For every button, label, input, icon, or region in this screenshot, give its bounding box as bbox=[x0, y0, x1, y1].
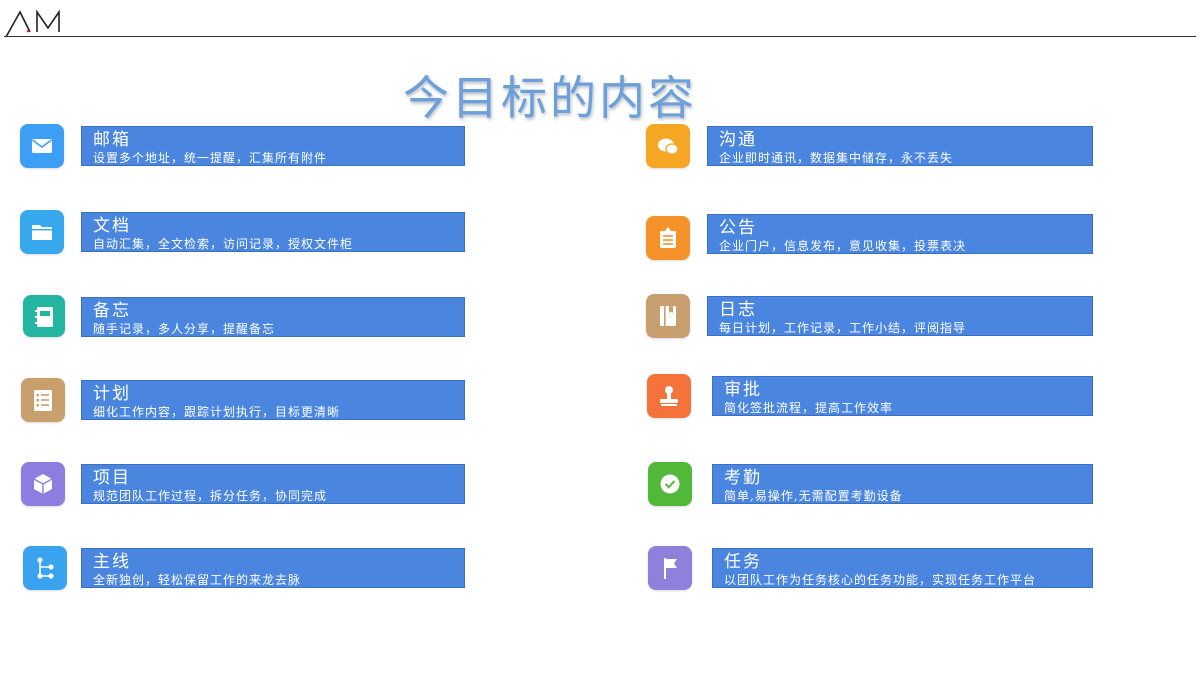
notebook-icon bbox=[23, 295, 65, 337]
chat-icon bbox=[646, 124, 690, 168]
am-logo bbox=[5, 9, 60, 38]
feature-desc: 每日计划，工作记录，工作小结，评阅指导 bbox=[719, 321, 967, 335]
feature-desc: 简化签批流程，提高工作效率 bbox=[724, 401, 894, 415]
feature-box: 考勤 简单,易操作,无需配置考勤设备 bbox=[712, 464, 1093, 504]
header-rule bbox=[4, 36, 1196, 37]
feature-box: 日志 每日计划，工作记录，工作小结，评阅指导 bbox=[707, 296, 1093, 336]
branch-icon bbox=[23, 546, 67, 590]
feature-name: 计划 bbox=[93, 384, 131, 404]
feature-name: 备忘 bbox=[93, 301, 131, 321]
feature-box: 沟通 企业即时通讯，数据集中储存，永不丢失 bbox=[707, 126, 1093, 166]
feature-desc: 细化工作内容，跟踪计划执行，目标更清晰 bbox=[93, 405, 341, 419]
clipboard-icon bbox=[646, 216, 690, 260]
feature-desc: 企业门户，信息发布，意见收集，投票表决 bbox=[719, 239, 967, 253]
checklist-icon bbox=[21, 378, 65, 422]
cube-icon bbox=[21, 462, 65, 506]
mail-icon bbox=[20, 124, 64, 168]
journal-icon bbox=[646, 294, 690, 338]
feature-desc: 简单,易操作,无需配置考勤设备 bbox=[724, 489, 903, 503]
feature-box: 文档 自动汇集，全文检索，访问记录，授权文件柜 bbox=[81, 212, 465, 252]
feature-name: 任务 bbox=[724, 552, 762, 572]
feature-box: 任务 以团队工作为任务核心的任务功能，实现任务工作平台 bbox=[712, 548, 1093, 588]
feature-desc: 规范团队工作过程，拆分任务，协同完成 bbox=[93, 489, 328, 503]
feature-desc: 自动汇集，全文检索，访问记录，授权文件柜 bbox=[93, 237, 354, 251]
feature-name: 项目 bbox=[93, 468, 131, 488]
feature-name: 考勤 bbox=[724, 468, 762, 488]
feature-box: 项目 规范团队工作过程，拆分任务，协同完成 bbox=[81, 464, 465, 504]
feature-desc: 随手记录，多人分享，提醒备忘 bbox=[93, 322, 276, 336]
feature-name: 日志 bbox=[719, 300, 757, 320]
feature-box: 审批 简化签批流程，提高工作效率 bbox=[712, 376, 1093, 416]
feature-desc: 企业即时通讯，数据集中储存，永不丢失 bbox=[719, 151, 954, 165]
folder-icon bbox=[20, 210, 64, 254]
feature-box: 主线 全新独创，轻松保留工作的来龙去脉 bbox=[81, 548, 465, 588]
feature-desc: 以团队工作为任务核心的任务功能，实现任务工作平台 bbox=[724, 573, 1037, 587]
feature-desc: 全新独创，轻松保留工作的来龙去脉 bbox=[93, 573, 302, 587]
stamp-icon bbox=[647, 374, 691, 418]
feature-box: 备忘 随手记录，多人分享，提醒备忘 bbox=[81, 297, 465, 337]
feature-name: 邮箱 bbox=[93, 130, 131, 150]
check-circle-icon bbox=[648, 462, 692, 506]
feature-desc: 设置多个地址，统一提醒，汇集所有附件 bbox=[93, 151, 328, 165]
feature-box: 邮箱 设置多个地址，统一提醒，汇集所有附件 bbox=[81, 126, 465, 166]
feature-name: 沟通 bbox=[719, 130, 757, 150]
feature-name: 审批 bbox=[724, 380, 762, 400]
page-title: 今目标的内容 bbox=[403, 71, 697, 125]
feature-name: 公告 bbox=[719, 218, 757, 238]
feature-box: 计划 细化工作内容，跟踪计划执行，目标更清晰 bbox=[81, 380, 465, 420]
feature-name: 文档 bbox=[93, 216, 131, 236]
feature-name: 主线 bbox=[93, 552, 131, 572]
flag-icon bbox=[648, 546, 692, 590]
feature-box: 公告 企业门户，信息发布，意见收集，投票表决 bbox=[707, 214, 1093, 254]
